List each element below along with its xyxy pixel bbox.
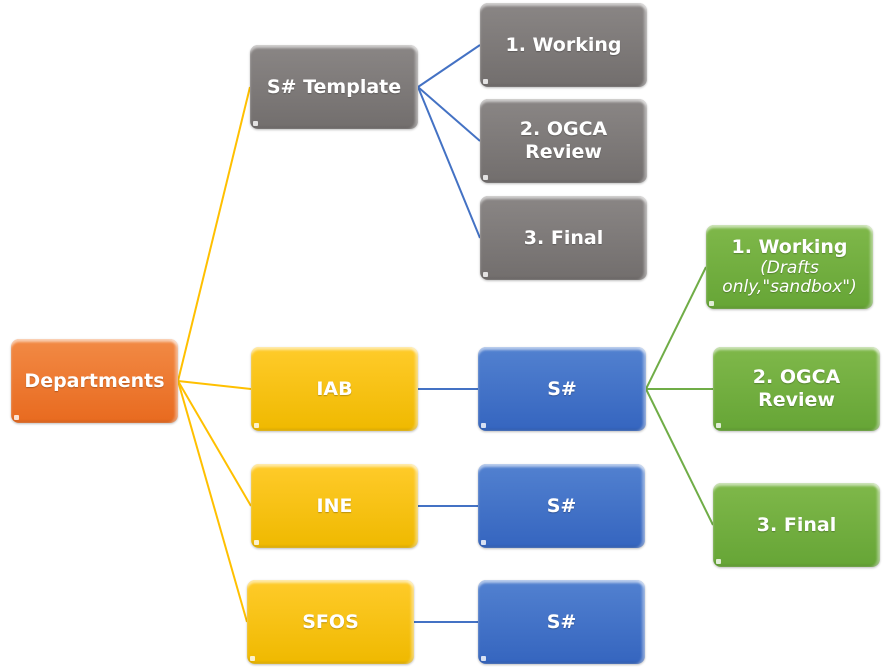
- stage-label: 2. OGCA Review: [752, 366, 841, 411]
- section-label: S#: [546, 610, 577, 633]
- connector-section-final: [645, 388, 714, 526]
- connector-template-working: [417, 44, 481, 88]
- section-label: S#: [547, 377, 577, 400]
- stage-note: (Drafts only,"sandbox"): [722, 257, 857, 298]
- stage-label: 3. Final: [523, 226, 604, 249]
- section-label: S#: [546, 494, 577, 517]
- iab-stage-working: 1. Working (Drafts only,"sandbox"): [706, 225, 873, 309]
- departments-node: Departments: [11, 339, 178, 423]
- connector-departments-iab: [177, 380, 252, 390]
- section-node-iab: S#: [478, 347, 646, 431]
- template-stage-working: 1. Working: [480, 3, 647, 87]
- department-label: INE: [316, 494, 353, 517]
- connector-template-review: [417, 86, 481, 142]
- section-node-sfos: S#: [478, 580, 645, 664]
- stage-label: 3. Final: [756, 513, 837, 536]
- connector-departments-template: [177, 86, 251, 382]
- iab-stage-review: 2. OGCA Review: [713, 347, 880, 431]
- department-node-ine: INE: [251, 464, 418, 548]
- iab-stage-final: 3. Final: [713, 483, 880, 567]
- template-stage-review: 2. OGCA Review: [480, 99, 647, 183]
- department-label: IAB: [316, 377, 353, 400]
- stage-label: 1. Working: [731, 236, 848, 259]
- departments-label: Departments: [24, 369, 165, 392]
- connector-departments-ine: [177, 380, 252, 507]
- section-node-ine: S#: [478, 464, 645, 548]
- template-node: S# Template: [250, 45, 418, 129]
- department-node-iab: IAB: [251, 347, 418, 431]
- connector-section-working: [645, 266, 707, 390]
- template-label: S# Template: [266, 75, 402, 98]
- stage-label: 2. OGCA Review: [519, 118, 608, 163]
- stage-label: 1. Working: [505, 33, 622, 56]
- template-stage-final: 3. Final: [480, 196, 647, 280]
- department-node-sfos: SFOS: [247, 580, 414, 664]
- department-label: SFOS: [302, 610, 359, 633]
- connector-departments-sfos: [177, 380, 248, 623]
- connector-template-final: [417, 86, 481, 239]
